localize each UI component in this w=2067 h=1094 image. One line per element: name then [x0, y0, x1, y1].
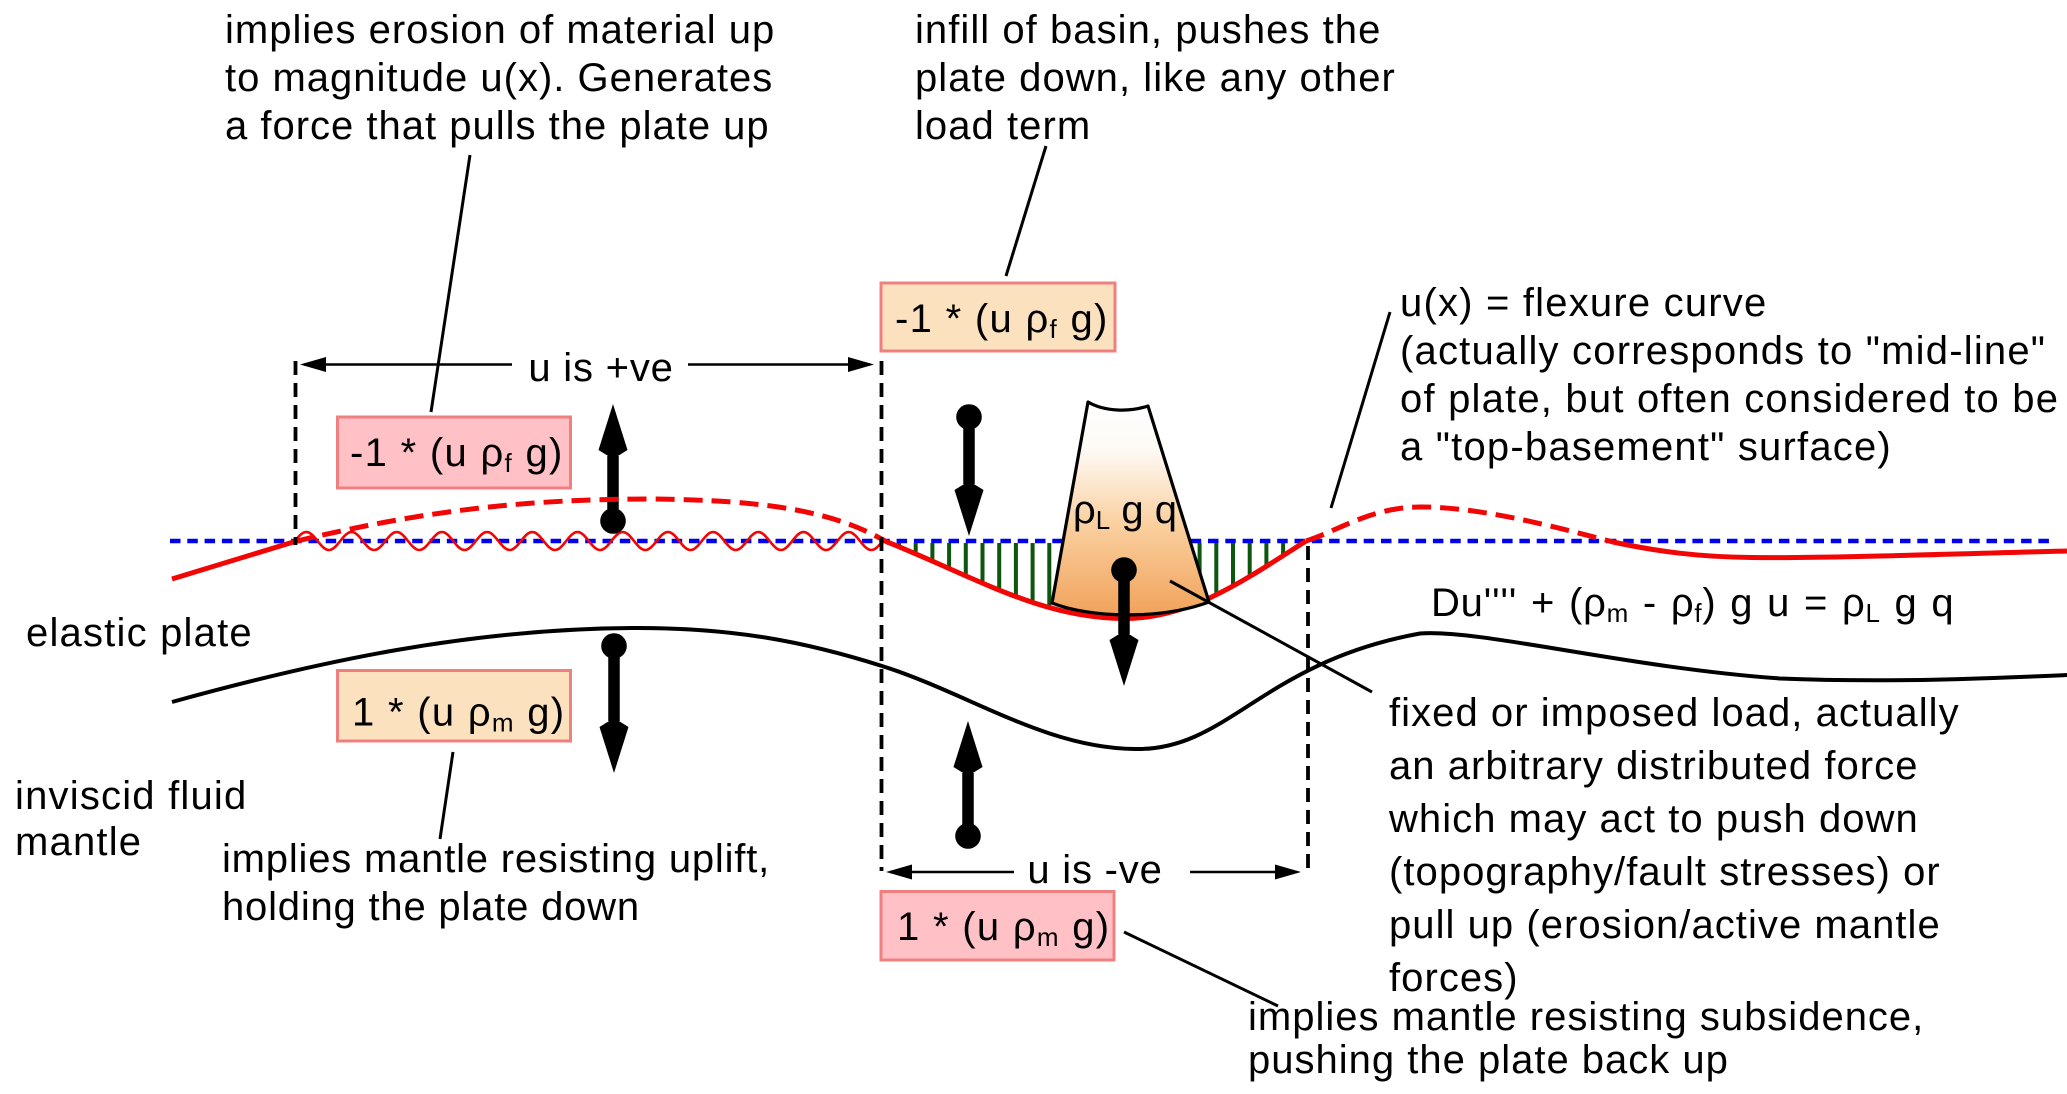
svg-text:a "top-basement" surface): a "top-basement" surface): [1400, 425, 1892, 469]
svg-text:1 * (u ρm g): 1 * (u ρm g): [897, 905, 1110, 952]
svg-text:u(x) = flexure curve: u(x) = flexure curve: [1400, 281, 1767, 325]
svg-text:holding the plate down: holding the plate down: [222, 885, 640, 929]
svg-text:infill of basin, pushes the: infill of basin, pushes the: [915, 8, 1381, 52]
svg-text:-1 * (u ρf g): -1 * (u ρf g): [895, 297, 1109, 344]
svg-text:(topography/fault stresses) or: (topography/fault stresses) or: [1389, 850, 1941, 894]
svg-text:-1 * (u ρf g): -1 * (u ρf g): [350, 431, 564, 478]
svg-text:Du'''' + (ρm - ρf) g u = ρL g: Du'''' + (ρm - ρf) g u = ρL g q: [1431, 581, 1954, 628]
svg-text:1 * (u ρm g): 1 * (u ρm g): [352, 691, 565, 738]
svg-text:a force that pulls the plate u: a force that pulls the plate up: [225, 104, 770, 148]
svg-text:plate down, like any other: plate down, like any other: [915, 56, 1396, 100]
svg-text:an arbitrary distributed force: an arbitrary distributed force: [1389, 744, 1919, 788]
svg-text:fixed or imposed load, actuall: fixed or imposed load, actually: [1389, 691, 1960, 735]
svg-text:pull up (erosion/active mantle: pull up (erosion/active mantle: [1389, 903, 1941, 947]
svg-text:forces): forces): [1389, 956, 1519, 1000]
svg-text:(actually corresponds to "mid-: (actually corresponds to "mid-line": [1400, 329, 2046, 373]
svg-text:implies mantle resisting uplif: implies mantle resisting uplift,: [222, 837, 770, 881]
svg-text:u is +ve: u is +ve: [528, 346, 673, 390]
svg-text:inviscid fluid: inviscid fluid: [15, 774, 247, 818]
svg-text:which may act to push down: which may act to push down: [1388, 797, 1919, 841]
svg-text:elastic plate: elastic plate: [26, 611, 253, 655]
svg-text:pushing the plate back up: pushing the plate back up: [1248, 1038, 1729, 1082]
svg-text:of plate, but often considered: of plate, but often considered to be: [1400, 377, 2059, 421]
svg-text:ρL g q: ρL g q: [1073, 488, 1177, 535]
svg-text:implies erosion of material up: implies erosion of material up: [225, 8, 775, 52]
svg-text:u is -ve: u is -ve: [1027, 848, 1162, 892]
svg-text:implies mantle resisting subsi: implies mantle resisting subsidence,: [1248, 995, 1924, 1039]
svg-text:to magnitude u(x). Generates: to magnitude u(x). Generates: [225, 56, 773, 100]
svg-text:mantle: mantle: [15, 820, 142, 864]
svg-text:load term: load term: [915, 104, 1091, 148]
